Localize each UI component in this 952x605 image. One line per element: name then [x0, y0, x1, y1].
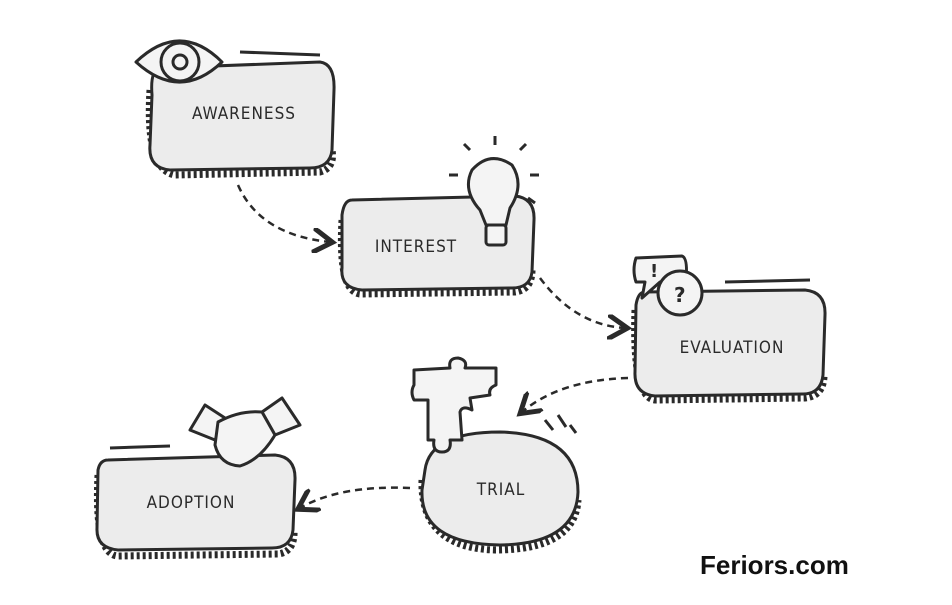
svg-text:!: ! — [650, 261, 658, 282]
stage-label: TRIAL — [476, 480, 525, 500]
stage-label: EVALUATION — [680, 338, 785, 358]
stage-adoption: ADOPTION — [93, 396, 302, 560]
arrow-evaluation-to-trial — [522, 376, 629, 412]
arrow-awareness-to-interest — [236, 184, 330, 242]
arrow-trial-to-adoption — [300, 486, 411, 508]
stage-label: ADOPTION — [147, 493, 236, 513]
brand-watermark: Feriors.com — [700, 550, 849, 580]
stage-awareness: AWARENESS — [134, 39, 336, 179]
stage-interest: INTEREST — [337, 136, 539, 298]
speech-bubbles-icon: ! ? — [632, 254, 704, 317]
eye-icon — [134, 39, 224, 84]
stage-evaluation: EVALUATION ! ? — [631, 254, 828, 404]
arrow-interest-to-evaluation — [538, 277, 625, 328]
puzzle-icon — [410, 356, 498, 454]
svg-text:?: ? — [674, 283, 686, 307]
stage-label: AWARENESS — [192, 104, 296, 124]
stage-label: INTEREST — [375, 237, 457, 257]
stage-trial: TRIAL — [410, 356, 582, 554]
lightbulb-icon — [449, 136, 539, 247]
handshake-icon — [188, 396, 302, 468]
